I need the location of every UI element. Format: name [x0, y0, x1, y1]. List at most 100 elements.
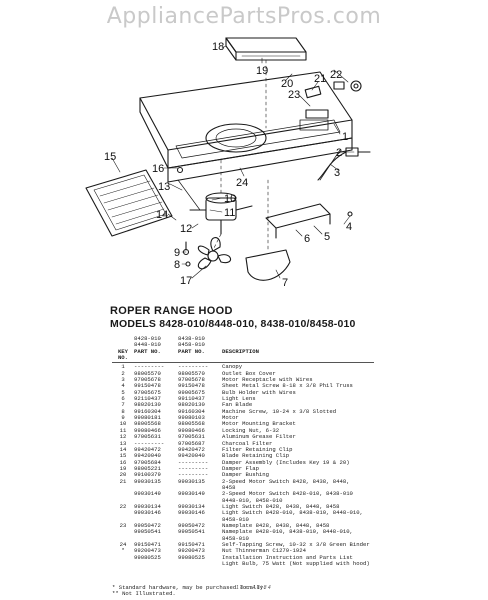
part-number-cell: 99030135: [178, 477, 205, 485]
part-number-cell: 99420472: [178, 445, 205, 453]
description-cell: 2-Speed Motor Switch 8428-010, 8438-010: [222, 491, 353, 498]
description-cell: 8458-010: [222, 535, 249, 542]
part-number-cell: ---------: [178, 458, 209, 466]
description-cell: 8458-010: [222, 516, 249, 523]
callout-6: 6: [304, 233, 310, 245]
header-part-2: PART NO.: [178, 347, 205, 355]
callout-23: 23: [288, 89, 300, 101]
key-cell: 19: [119, 464, 127, 472]
callout-15: 15: [104, 151, 116, 163]
table-header: KEY NO. PART NO. PART NO. DESCRIPTION: [112, 347, 374, 364]
part-number-cell: 99050541: [134, 528, 161, 536]
callout-20: 20: [281, 78, 293, 90]
models-subtitle: MODELS 8428-010/8448-010, 8438-010/8458-…: [110, 318, 356, 330]
key-cell: 24: [119, 541, 127, 548]
table-row: 8458-010: [112, 536, 374, 542]
key-cell: 7: [121, 401, 125, 409]
key-cell: 11: [119, 426, 127, 434]
key-cell: 8: [121, 407, 125, 415]
part-number-cell: 99030146: [134, 509, 161, 517]
footnote: * Standard hardware, may be purchased lo…: [112, 584, 267, 591]
part-number-cell: 97005631: [134, 433, 161, 441]
motor-assembly: [189, 192, 253, 235]
key-cell: 12: [119, 433, 127, 441]
description-cell: Locking Nut, 6-32: [222, 427, 280, 434]
callout-1: 1: [342, 131, 348, 143]
key-cell: 20: [119, 471, 127, 479]
callout-16: 16: [152, 163, 164, 175]
description-cell: 2-Speed Motor Switch 8428, 8438, 8448,: [222, 478, 350, 485]
part-number-cell: 99050541: [178, 528, 205, 536]
callout-19: 19: [256, 65, 268, 77]
header-key: KEY NO.: [117, 347, 129, 362]
part-number-cell: 98020130: [178, 401, 205, 409]
model-group-2b: 8458-010: [178, 341, 205, 349]
part-number-cell: 97005678: [178, 376, 205, 384]
fan-blade: [197, 237, 231, 270]
footnote: ** Not Illustrated.: [112, 590, 176, 598]
bulb-holder: [265, 203, 331, 239]
description-cell: Fan Blade: [222, 402, 253, 409]
table-row: 1------------------Canopy: [112, 363, 374, 371]
footer-mark: 1 8 x n + 8 t 8 4: [236, 585, 271, 591]
document-title: ROPER RANGE HOOD: [110, 305, 233, 317]
description-cell: Light Switch 8428, 8438, 8448, 8458: [222, 503, 340, 510]
part-number-cell: 99200473: [178, 547, 205, 555]
key-cell: 6: [121, 395, 125, 403]
part-number-cell: [134, 561, 178, 567]
part-number-cell: 99080466: [134, 426, 161, 434]
description-cell: Nameplate 8428-010, 8438-010, 8448-010,: [222, 529, 353, 536]
part-number-cell: 99080103: [178, 414, 205, 422]
description-cell: Canopy: [222, 364, 243, 371]
header-description: DESCRIPTION: [222, 348, 259, 355]
part-number-cell: 97005678: [134, 376, 161, 384]
hood-canopy: [139, 71, 353, 169]
part-number-cell: 99200473: [134, 547, 161, 555]
part-number-cell: 98005568: [134, 420, 161, 428]
description-cell: Light Bulb, 75 Watt (Not supplied with h…: [222, 561, 370, 568]
callout-3: 3: [334, 167, 340, 179]
callout-17: 17: [180, 275, 192, 287]
description-cell: 8458: [222, 484, 236, 491]
guide-lines: [212, 59, 269, 251]
key-cell: 13: [119, 439, 127, 447]
description-cell: Outlet Box Cover: [222, 370, 276, 377]
callout-4: 4: [346, 221, 352, 233]
description-cell: Charcoal Filter: [222, 440, 273, 447]
part-number-cell: ---------: [134, 363, 165, 371]
part-number-cell: 98005568: [178, 420, 205, 428]
hood-bottom-frame: [167, 137, 353, 211]
description-cell: Nut Thinnerman C1279-1924: [222, 548, 306, 555]
description-cell: Damper Assembly (Includes Key 19 & 20): [222, 459, 350, 466]
model-group-1: 8428-010: [134, 335, 161, 342]
key-cell: 9: [121, 414, 125, 422]
key-cell: 3: [121, 376, 125, 384]
model-group-2: 8438-010: [178, 335, 205, 342]
description-cell: Damper Bushing: [222, 472, 269, 479]
part-number-cell: 99030146: [178, 509, 205, 517]
description-cell: Filter Retaining Clip: [222, 446, 293, 453]
part-number-cell: 92110437: [134, 395, 161, 403]
callout-22: 22: [330, 69, 342, 81]
callout-9: 9: [174, 247, 180, 259]
part-number-cell: 99150478: [178, 382, 205, 390]
part-number-cell: 97005631: [178, 433, 205, 441]
damper-assembly: [225, 37, 307, 61]
part-number-cell: 99050472: [178, 521, 205, 529]
footnotes: * Standard hardware, may be purchased lo…: [112, 584, 267, 598]
part-number-cell: 99080525: [178, 553, 205, 561]
part-number-cell: 99030134: [178, 502, 205, 510]
description-cell: Motor: [222, 415, 239, 422]
description-cell: Damper Flap: [222, 465, 259, 472]
description-cell: Motor Mounting Bracket: [222, 421, 296, 428]
part-number-cell: ---------: [178, 464, 209, 472]
key-cell: *: [121, 547, 125, 555]
callout-2: 2: [336, 147, 342, 159]
